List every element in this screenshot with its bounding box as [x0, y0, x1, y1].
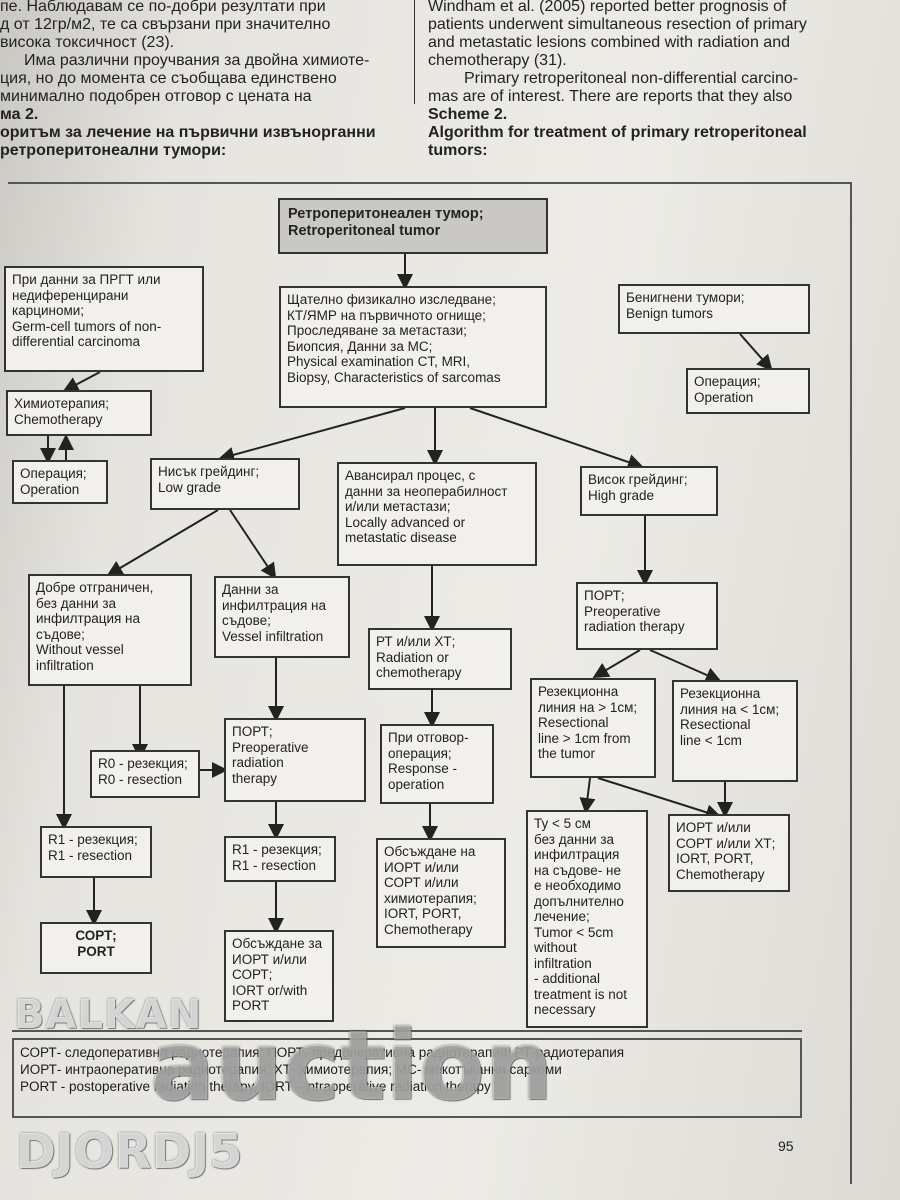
left-column-text: пе. Наблюдавам се по-добри резултати при… — [0, 0, 376, 160]
examination-box: Щателно физикално изследване; КТ/ЯМР на … — [279, 286, 547, 408]
low-grade-box: Нисък грейдинг; Low grade — [150, 458, 300, 510]
arrow — [649, 649, 722, 683]
abbreviation-legend: СОРТ- следоперативна радиотерапия; ПОРТ-… — [12, 1038, 802, 1118]
watermark-djordj5: DJORDJ5 — [16, 1124, 243, 1180]
arrow — [106, 509, 219, 577]
high-grade-box: Висок грейдинг; High grade — [580, 466, 718, 516]
right-column-text: Windham et al. (2005) reported better pr… — [428, 0, 807, 160]
page-number: 95 — [778, 1138, 794, 1154]
benign-tumors-box: Бенигнени тумори; Benign tumors — [618, 284, 810, 334]
margin-lt-1cm-box: Резекционна линия на < 1см; Resectional … — [672, 680, 798, 782]
text-line: пе. Наблюдавам се по-добри резултати при — [0, 0, 326, 15]
arrow — [597, 777, 722, 821]
r1-resection-left-box: R1 - резекция; R1 - resection — [40, 826, 152, 878]
without-vessel-infiltration-box: Добре отграничен, без данни за инфилтрац… — [28, 574, 192, 686]
right-heading: Algorithm for treatment of primary retro… — [428, 124, 807, 141]
arrow — [218, 407, 406, 463]
text-line: Има различни проучвания за двойна химиот… — [24, 52, 370, 69]
rt-xt-box: РТ и/или ХТ; Radiation or chemotherapy — [368, 628, 512, 690]
arrow — [739, 333, 773, 371]
arrow — [62, 371, 101, 392]
iort-discussion-mid-box: Обсъждане на ИОРТ и/или СОРТ и/или химио… — [376, 838, 506, 948]
text-line: минимално подобрен отговор с цената на — [0, 88, 312, 105]
arrow — [579, 777, 596, 814]
iort-discussion-low-box: Обсъждане за ИОРТ и/или СОРТ; IORT or/wi… — [224, 930, 334, 1022]
germ-cell-box: При данни за ПРГТ или недиференцирани ка… — [4, 266, 204, 372]
sort-port-box: СОРТ; PORT — [40, 922, 152, 974]
r1-resection-mid-box: R1 - резекция; R1 - resection — [224, 836, 336, 882]
r0-resection-box: R0 - резекция; R0 - resection — [90, 750, 200, 798]
vessel-infiltration-box: Данни за инфилтрация на съдове; Vessel i… — [214, 576, 350, 658]
column-divider — [414, 0, 415, 104]
text-line: and metastatic lesions combined with rad… — [428, 34, 790, 51]
port-high-box: ПОРТ; Preoperative radiation therapy — [576, 582, 718, 650]
right-heading: tumors: — [428, 142, 488, 159]
small-tumor-box: Ту < 5 см без данни за инфилтрация на съ… — [526, 810, 648, 1028]
text-line: Windham et al. (2005) reported better pr… — [428, 0, 787, 15]
legend-line: PORT - postoperative radiation therapy, … — [20, 1079, 491, 1094]
iort-right-box: ИОРТ и/или СОРТ и/или ХТ; IORT, PORT, Ch… — [668, 814, 790, 892]
text-line: ция, но до момента се съобщава единствен… — [0, 70, 337, 87]
arrow — [592, 649, 641, 679]
text-line: висока токсичност (23). — [0, 34, 175, 51]
scheme-label: Scheme 2. — [428, 106, 508, 123]
legend-rule — [12, 1030, 802, 1032]
legend-line: СОРТ- следоперативна радиотерапия; ПОРТ-… — [20, 1045, 625, 1060]
port-low-box: ПОРТ; Preoperative radiation therapy — [224, 718, 366, 802]
arrow — [469, 407, 644, 470]
arrow — [229, 509, 277, 580]
operation-right-box: Операция; Operation — [686, 368, 810, 414]
advanced-disease-box: Авансирал процес, с данни за неоперабилн… — [337, 462, 537, 566]
chemotherapy-box: Химиотерапия; Chemotherapy — [6, 390, 152, 436]
margin-gt-1cm-box: Резекционна линия на > 1см; Resectional … — [530, 678, 656, 778]
scheme-frame — [8, 182, 852, 1184]
text-line: patients underwent simultaneous resectio… — [428, 16, 807, 33]
watermark-auction: auction — [150, 1010, 554, 1122]
left-heading: ретроперитонеални тумори: — [0, 142, 227, 159]
text-line: д от 12гр/м2, те са свързани при значите… — [0, 16, 331, 33]
text-line: ма 2. — [0, 106, 39, 123]
text-line: chemotherapy (31). — [428, 52, 567, 69]
legend-line: ИОРТ- интраоперативна радиотерапия; ХТ- … — [20, 1062, 562, 1077]
operation-left-box: Операция; Operation — [12, 460, 108, 504]
left-heading: оритъм за лечение на първични извънорган… — [0, 124, 376, 141]
response-operation-box: При отговор- операция; Response - operat… — [380, 724, 494, 804]
text-line: Primary retroperitoneal non-differential… — [464, 70, 799, 87]
watermark-balkan: BALKAN — [14, 992, 203, 1038]
text-line: mas are of interest. There are reports t… — [428, 88, 793, 105]
retroperitoneal-tumor-box: Ретроперитонеален тумор; Retroperitoneal… — [278, 198, 548, 254]
